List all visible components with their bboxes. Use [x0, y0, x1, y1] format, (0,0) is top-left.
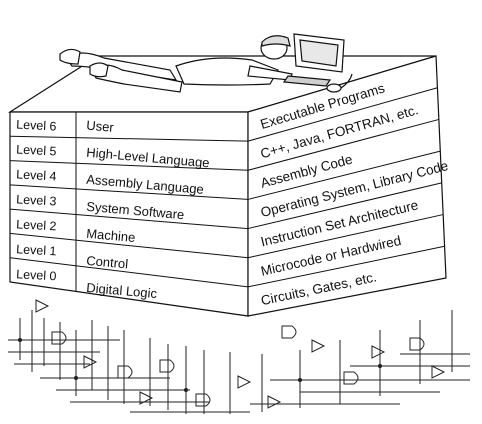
layered-block	[7, 55, 447, 317]
level-number: Level 3	[16, 192, 57, 208]
description-row-divider	[247, 87, 438, 142]
description-row-divider	[247, 150, 441, 200]
person-at-computer-icon	[59, 33, 353, 93]
level-number: Level 0	[16, 267, 57, 283]
circuit-wiring-icon	[8, 299, 470, 414]
level-name: Machine	[86, 226, 136, 245]
level-number: Level 1	[16, 242, 57, 258]
level-name: User	[86, 118, 115, 135]
description-row-divider	[247, 182, 442, 230]
level-number: Level 4	[16, 167, 57, 183]
level-row-divider	[9, 184, 249, 200]
level-number: Level 5	[16, 142, 57, 158]
description-row-divider	[247, 118, 439, 171]
block-side-face	[247, 55, 447, 317]
level-row-divider	[9, 135, 249, 142]
level-row-divider	[9, 232, 249, 259]
description-row-divider	[247, 214, 444, 259]
description-row-divider	[247, 245, 445, 288]
level-row-divider	[9, 257, 249, 288]
level-row-divider	[9, 208, 249, 230]
level-name: Digital Logic	[86, 280, 158, 301]
level-number: Level 6	[16, 117, 57, 133]
level-row-divider	[9, 160, 249, 171]
level-number: Level 2	[16, 217, 57, 233]
level-name: Control	[86, 253, 129, 272]
